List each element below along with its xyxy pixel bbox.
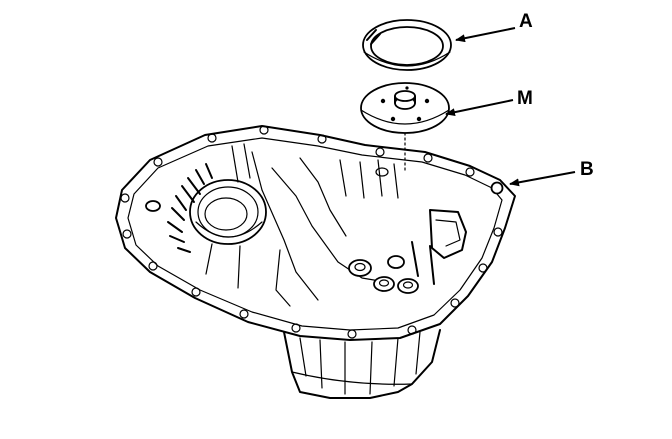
leader-arrow-m xyxy=(445,99,514,117)
shaft-bosses xyxy=(348,255,419,294)
side-bracket xyxy=(411,209,467,285)
flange-bolt-holes xyxy=(120,125,504,339)
callout-m: M xyxy=(517,88,533,109)
leader-arrow-b xyxy=(509,171,576,187)
leader-arrow-a xyxy=(455,27,516,43)
case-ribs-left xyxy=(167,163,213,253)
thrust-plate xyxy=(360,82,450,134)
callout-b: B xyxy=(580,159,594,180)
snap-ring xyxy=(362,19,452,71)
callout-a: A xyxy=(519,11,533,32)
transmission-case xyxy=(115,125,516,399)
bearing-bore xyxy=(189,179,267,245)
